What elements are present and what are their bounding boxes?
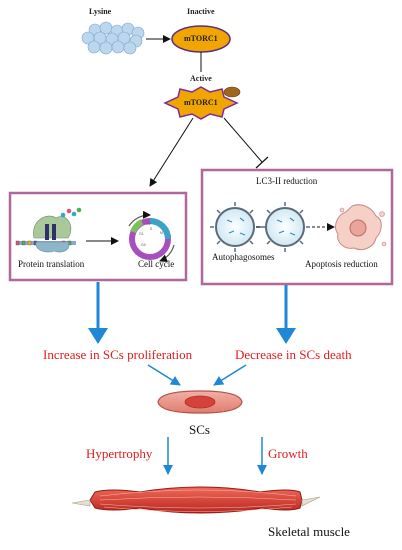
mtorc1-active-label: mTORC1 — [184, 98, 218, 107]
autophagosome-icon — [210, 202, 260, 252]
cycle-phase-label: M — [160, 231, 163, 235]
cycle-phase-label: G0 — [141, 243, 146, 247]
scs-label: SCs — [189, 422, 210, 437]
mtorc1-inactive-label: mTORC1 — [184, 34, 218, 43]
active-label: Active — [190, 74, 212, 83]
autophagosomes-label: Autophagosomes — [212, 252, 275, 262]
cell-cycle-label: Cell cycle — [138, 259, 175, 269]
lc3-label: LC3-II reduction — [256, 176, 318, 186]
growth-label: Growth — [268, 446, 308, 461]
cell-cycle-icon — [128, 210, 175, 263]
proliferation-label: Increase in SCs proliferation — [43, 347, 193, 362]
activator-blob — [223, 86, 241, 98]
lysine-label: Lysine — [89, 7, 112, 16]
protein-translation-label: Protein translation — [18, 259, 85, 269]
protein-translation-icon — [15, 207, 82, 253]
skeletal-muscle-icon — [71, 486, 321, 514]
cycle-phase-label: G2 — [146, 222, 151, 226]
apoptotic-cell-icon — [335, 204, 387, 251]
death-to-scs-arrow — [213, 364, 247, 386]
inactive-label: Inactive — [187, 7, 215, 16]
mtorc1-inhibit-line — [223, 117, 263, 163]
cycle-phase-label: S — [150, 227, 153, 231]
skeletal-muscle-label: Skeletal muscle — [268, 524, 350, 539]
lysine-molecule-icon — [81, 21, 145, 55]
apoptosis-label: Apoptosis reduction — [305, 259, 378, 269]
mtorc1-active-star — [163, 86, 239, 120]
hypertrophy-label: Hypertrophy — [86, 446, 153, 461]
cycle-phase-label: G1 — [139, 232, 144, 236]
mtorc1-to-proliferation-arrow — [149, 117, 194, 187]
inhibit-bar — [255, 156, 269, 169]
proliferation-to-scs-arrow — [147, 364, 181, 386]
satellite-cell-icon — [157, 390, 243, 414]
autophagosome-icon-2 — [260, 202, 310, 252]
death-label: Decrease in SCs death — [235, 347, 352, 362]
